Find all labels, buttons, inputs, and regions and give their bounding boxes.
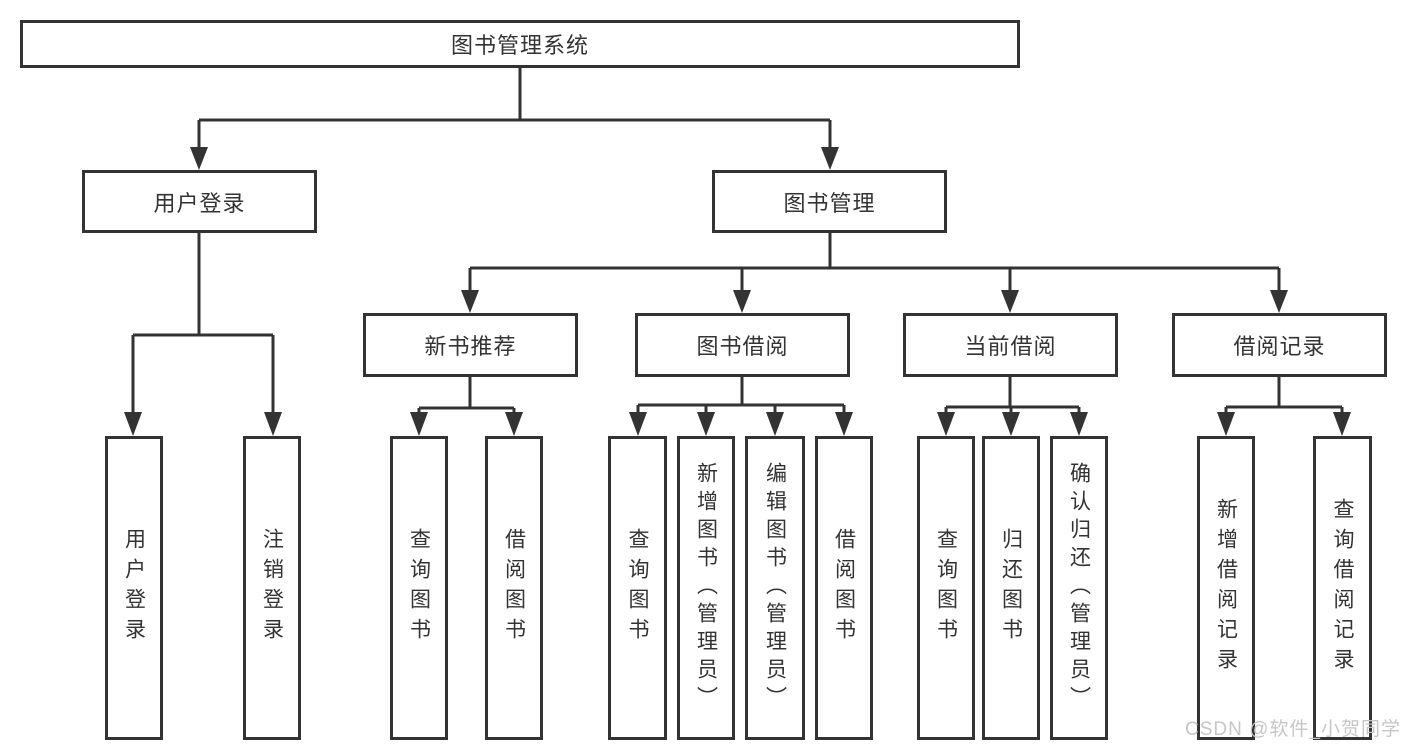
leaf-records-add-record-label: 新增借阅记录 <box>1214 498 1238 678</box>
node-book-borrow-label: 图书借阅 <box>696 334 789 359</box>
node-current-borrow-label: 当前借阅 <box>964 334 1057 359</box>
leaf-borrow-add-books-admin-label: 新增图书（管理员） <box>694 462 718 714</box>
node-user-login: 用户登录 <box>82 170 317 233</box>
leaf-newbook-query-books-label: 查询图书 <box>407 528 431 648</box>
leaf-borrow-borrow-books: 借阅图书 <box>815 436 873 740</box>
node-current-borrow: 当前借阅 <box>903 313 1118 377</box>
leaf-current-confirm-return-admin-label: 确认归还（管理员） <box>1067 462 1091 714</box>
leaf-borrow-query-books-label: 查询图书 <box>626 528 649 648</box>
leaf-logout: 注销登录 <box>243 436 301 740</box>
leaf-borrow-add-books-admin: 新增图书（管理员） <box>677 436 735 740</box>
leaf-user-login-label: 用户登录 <box>122 528 146 648</box>
node-new-book-recommend: 新书推荐 <box>363 313 578 377</box>
node-book-borrow: 图书借阅 <box>635 313 850 377</box>
leaf-newbook-query-books: 查询图书 <box>390 436 448 740</box>
leaf-borrow-edit-books-admin-label: 编辑图书（管理员） <box>763 462 787 714</box>
leaf-current-return-books-label: 归还图书 <box>999 528 1023 648</box>
leaf-records-query-record-label: 查询借阅记录 <box>1331 498 1354 678</box>
leaf-newbook-borrow-books: 借阅图书 <box>485 436 543 740</box>
node-user-login-label: 用户登录 <box>153 190 246 216</box>
node-root-label: 图书管理系统 <box>450 33 589 58</box>
leaf-records-add-record: 新增借阅记录 <box>1197 436 1255 740</box>
leaf-borrow-query-books: 查询图书 <box>608 436 667 740</box>
node-borrow-records-label: 借阅记录 <box>1233 334 1326 359</box>
leaf-current-query-books: 查询图书 <box>917 436 975 740</box>
leaf-borrow-edit-books-admin: 编辑图书（管理员） <box>745 436 805 740</box>
leaf-current-confirm-return-admin: 确认归还（管理员） <box>1050 436 1108 740</box>
node-root: 图书管理系统 <box>20 20 1020 68</box>
arrowheads <box>124 147 1351 436</box>
leaf-user-login: 用户登录 <box>105 436 163 740</box>
leaf-borrow-borrow-books-label: 借阅图书 <box>832 528 856 648</box>
node-book-management: 图书管理 <box>712 170 947 233</box>
node-book-management-label: 图书管理 <box>783 190 876 216</box>
leaf-current-query-books-label: 查询图书 <box>934 528 958 648</box>
leaf-current-return-books: 归还图书 <box>982 436 1040 740</box>
node-new-book-recommend-label: 新书推荐 <box>424 334 517 359</box>
watermark: CSDN @软件_小贺同学 <box>1185 719 1401 740</box>
connector-paths <box>131 68 1344 414</box>
node-borrow-records: 借阅记录 <box>1172 313 1387 377</box>
leaf-newbook-borrow-books-label: 借阅图书 <box>502 528 526 648</box>
leaf-logout-label: 注销登录 <box>260 528 284 648</box>
leaf-records-query-record: 查询借阅记录 <box>1313 436 1372 740</box>
